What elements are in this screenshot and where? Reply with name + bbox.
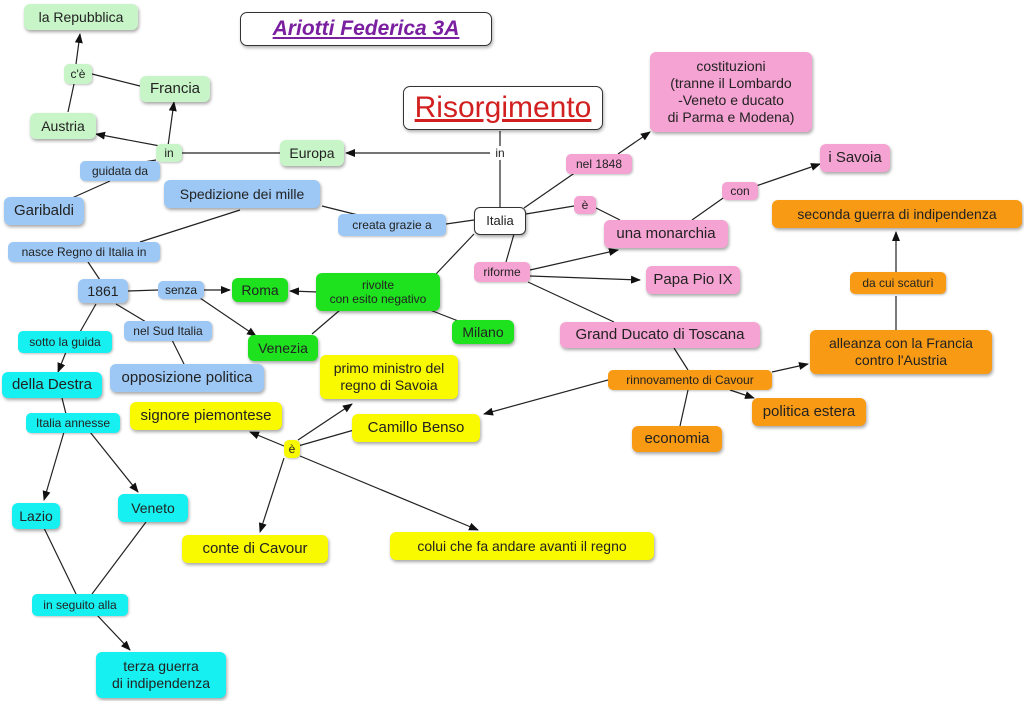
node-camillo-benso[interactable]: Camillo Benso: [352, 414, 480, 442]
node-veneto[interactable]: Veneto: [118, 494, 188, 522]
label-ce: c'è: [64, 64, 92, 84]
node-signore-piemontese[interactable]: signore piemontese: [130, 402, 282, 430]
node-rivolte[interactable]: rivolte con esito negativo: [316, 273, 440, 311]
author-title: Ariotti Federica 3A: [240, 12, 492, 46]
label-con: con: [722, 182, 758, 200]
node-economia[interactable]: economia: [632, 426, 722, 452]
label-in-seguito-alla: in seguito alla: [32, 594, 128, 616]
node-i-savoia[interactable]: i Savoia: [820, 144, 890, 172]
node-1861[interactable]: 1861: [78, 279, 128, 303]
node-alleanza-francia[interactable]: alleanza con la Francia contro l'Austria: [810, 330, 992, 374]
label-nel-1848: nel 1848: [566, 154, 632, 174]
node-francia[interactable]: Francia: [140, 76, 210, 102]
node-lazio[interactable]: Lazio: [12, 503, 60, 529]
label-creata-grazie-a: creata grazie a: [338, 214, 446, 236]
node-papa-pio-ix[interactable]: Papa Pio IX: [646, 266, 740, 294]
node-grand-ducato-toscana[interactable]: Grand Ducato di Toscana: [560, 322, 760, 348]
node-una-monarchia[interactable]: una monarchia: [604, 220, 728, 248]
label-riforme: riforme: [474, 262, 530, 282]
label-rinnovamento-di-cavour: rinnovamento di Cavour: [608, 370, 772, 390]
label-e-cavour: è: [284, 440, 300, 458]
node-costituzioni[interactable]: costituzioni (tranne il Lombardo -Veneto…: [650, 52, 812, 132]
node-primo-ministro[interactable]: primo ministro del regno di Savoia: [320, 355, 458, 399]
node-roma[interactable]: Roma: [232, 278, 288, 302]
node-europa[interactable]: Europa: [280, 140, 344, 166]
node-della-destra[interactable]: della Destra: [2, 372, 102, 398]
label-guidata-da: guidata da: [80, 161, 160, 181]
node-austria[interactable]: Austria: [30, 113, 96, 139]
label-in-risorgimento: in: [490, 146, 510, 160]
node-terza-guerra[interactable]: terza guerra di indipendenza: [96, 652, 226, 698]
label-nasce-regno: nasce Regno di Italia in: [8, 242, 160, 262]
node-politica-estera[interactable]: politica estera: [752, 398, 866, 426]
label-e-monarchia: è: [574, 196, 596, 214]
topic-risorgimento[interactable]: Risorgimento: [403, 86, 603, 130]
node-milano[interactable]: Milano: [452, 320, 514, 344]
node-conte-di-cavour[interactable]: conte di Cavour: [182, 535, 328, 563]
label-senza: senza: [158, 281, 204, 299]
label-da-cui-scaturi: da cui scaturì: [850, 272, 946, 294]
label-italia-annesse: Italia annesse: [26, 413, 120, 433]
node-la-repubblica[interactable]: la Repubblica: [24, 4, 138, 30]
label-nel-sud-italia: nel Sud Italia: [124, 321, 212, 341]
label-in-europa: in: [156, 144, 182, 162]
node-opposizione-politica[interactable]: opposizione politica: [110, 364, 264, 392]
node-venezia[interactable]: Venezia: [248, 335, 318, 361]
label-sotto-la-guida: sotto la guida: [18, 331, 112, 353]
node-italia[interactable]: Italia: [474, 207, 526, 235]
node-seconda-guerra[interactable]: seconda guerra di indipendenza: [772, 200, 1022, 228]
node-colui-che-fa-andare[interactable]: colui che fa andare avanti il regno: [390, 532, 654, 560]
node-garibaldi[interactable]: Garibaldi: [4, 197, 84, 225]
node-spedizione-dei-mille[interactable]: Spedizione dei mille: [164, 180, 320, 208]
